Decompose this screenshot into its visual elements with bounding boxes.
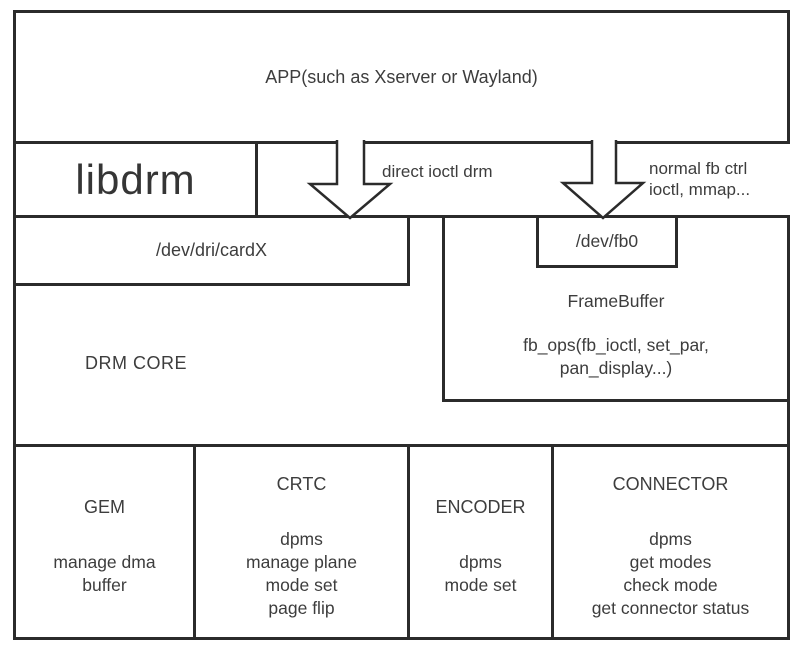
encoder-title: ENCODER xyxy=(435,497,526,517)
crtc-item: manage plane xyxy=(246,552,357,572)
framebuffer-title: FrameBuffer xyxy=(567,291,665,311)
connector-item: get connector status xyxy=(591,598,750,618)
crtc-items: dpms manage plane mode set page flip xyxy=(246,528,357,620)
encoder-item: dpms xyxy=(459,552,502,572)
connector-item: check mode xyxy=(623,575,718,595)
app-label: APP(such as Xserver or Wayland) xyxy=(265,66,538,87)
dev-fb0-label: /dev/fb0 xyxy=(575,231,639,251)
libdrm-box: libdrm xyxy=(13,141,258,218)
connector-item: dpms xyxy=(649,529,692,549)
normal-fb-ctrl-label: normal fb ctrl ioctl, mmap... xyxy=(649,158,750,200)
dev-dri-cardx-label: /dev/dri/cardX xyxy=(155,240,268,260)
crtc-box: CRTC dpms manage plane mode set page fli… xyxy=(193,444,410,640)
normal-fb-ctrl-line2: ioctl, mmap... xyxy=(649,180,751,199)
libdrm-label: libdrm xyxy=(75,155,196,203)
encoder-box: ENCODER dpms mode set xyxy=(407,444,554,640)
down-arrow-icon xyxy=(306,140,394,220)
gem-items: manage dma buffer xyxy=(53,551,155,597)
connector-items: dpms get modes check mode get connector … xyxy=(592,528,750,620)
connector-box: CONNECTOR dpms get modes check mode get … xyxy=(551,444,790,640)
dev-fb0-box: /dev/fb0 xyxy=(536,215,678,268)
gem-box: GEM manage dma buffer xyxy=(13,444,196,640)
encoder-item: mode set xyxy=(444,575,517,595)
app-box: APP(such as Xserver or Wayland) xyxy=(13,10,790,144)
drm-core-label: DRM CORE xyxy=(85,353,187,373)
framebuffer-ops-line1: fb_ops(fb_ioctl, set_par, xyxy=(523,335,709,355)
direct-ioctl-label: direct ioctl drm xyxy=(382,162,493,181)
connector-title: CONNECTOR xyxy=(612,474,729,494)
gem-item: buffer xyxy=(82,575,127,595)
connector-item: get modes xyxy=(629,552,712,572)
dev-dri-cardx-box: /dev/dri/cardX xyxy=(13,215,410,286)
encoder-items: dpms mode set xyxy=(445,551,517,597)
gem-item: manage dma xyxy=(53,552,156,572)
down-arrow-icon xyxy=(559,140,647,220)
framebuffer-ops: fb_ops(fb_ioctl, set_par, pan_display...… xyxy=(445,334,787,380)
crtc-item: page flip xyxy=(268,598,335,618)
normal-fb-ctrl-line1: normal fb ctrl xyxy=(649,159,748,178)
crtc-item: dpms xyxy=(280,529,323,549)
crtc-title: CRTC xyxy=(276,474,327,494)
crtc-item: mode set xyxy=(265,575,338,595)
gem-title: GEM xyxy=(83,497,125,517)
framebuffer-ops-line2: pan_display...) xyxy=(559,358,673,378)
